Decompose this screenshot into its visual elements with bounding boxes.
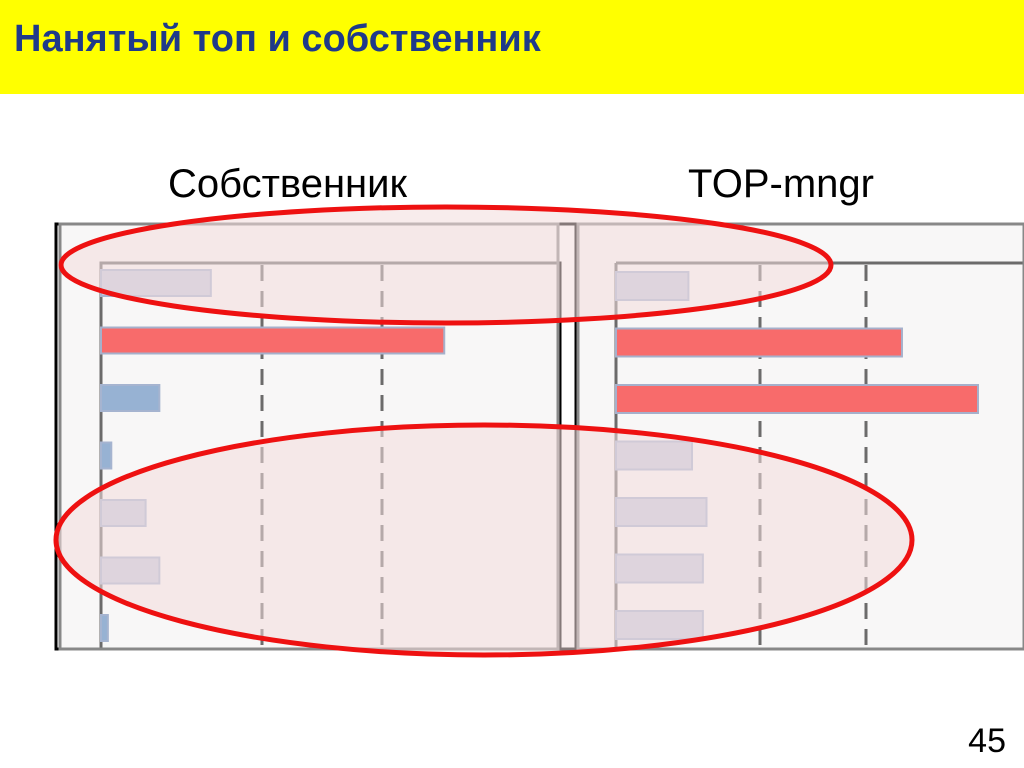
left-bar (100, 614, 109, 642)
page-number: 45 (968, 722, 1006, 760)
slide-title: Нанятый топ и собственник (14, 18, 541, 60)
left-bar (100, 441, 113, 470)
right-bar (615, 384, 979, 414)
top-highlight-ellipse (58, 204, 834, 326)
right-panel-label: TOP-mngr (688, 162, 874, 206)
left-bar (100, 384, 161, 412)
left-bar (100, 326, 446, 355)
bottom-highlight-ellipse (53, 422, 915, 658)
title-bar: Нанятый топ и собственник (0, 0, 1024, 94)
right-bar (615, 327, 903, 358)
left-panel-label: Собственник (168, 162, 407, 206)
